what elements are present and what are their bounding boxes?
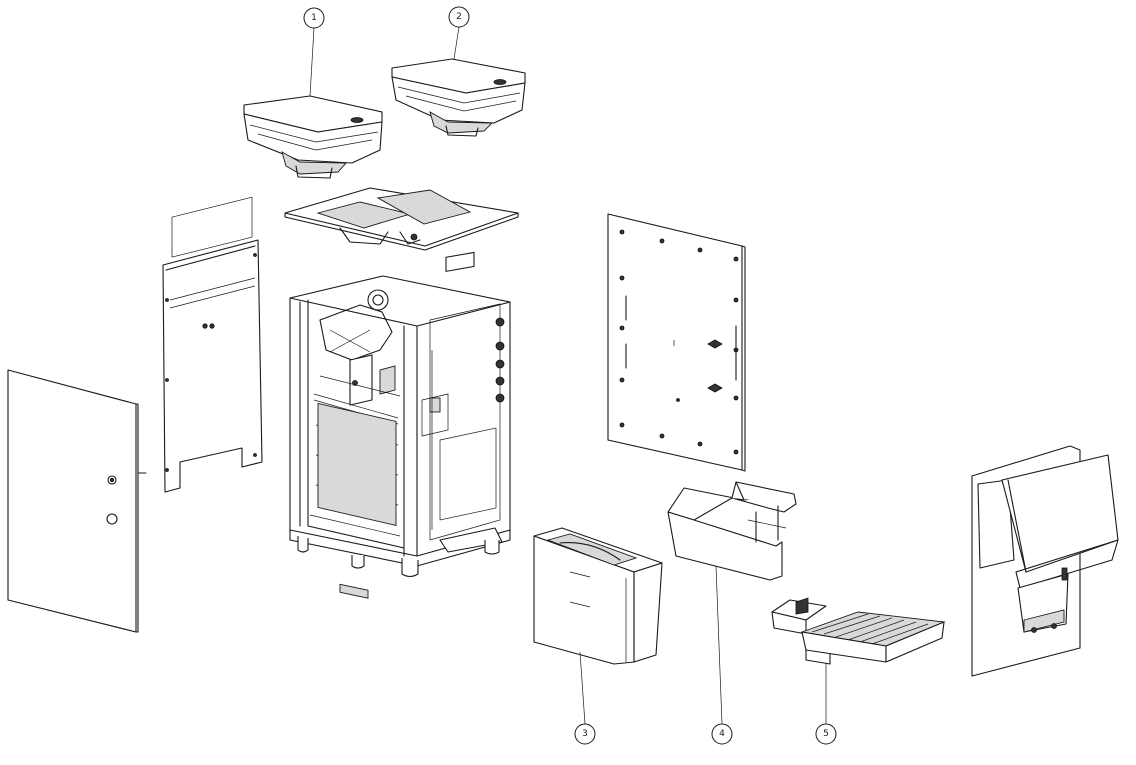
callout-5: 5 bbox=[815, 723, 837, 745]
top-lid-plate bbox=[284, 187, 519, 251]
water-tank bbox=[533, 527, 663, 665]
callout-2: 2 bbox=[448, 6, 470, 28]
coffee-grounds-container bbox=[667, 481, 797, 581]
callout-4: 4 bbox=[711, 723, 733, 745]
drip-tray bbox=[771, 597, 946, 665]
callout-3-label: 3 bbox=[582, 729, 588, 739]
callout-1: 1 bbox=[303, 7, 325, 29]
rear-panel bbox=[607, 213, 746, 472]
bean-hopper-1 bbox=[243, 95, 383, 179]
callout-1-label: 1 bbox=[311, 13, 317, 23]
machine-chassis bbox=[289, 251, 511, 599]
callout-leaders bbox=[309, 26, 827, 725]
front-panel bbox=[971, 445, 1119, 677]
callout-2-label: 2 bbox=[456, 12, 462, 22]
callout-3: 3 bbox=[574, 723, 596, 745]
callout-4-label: 4 bbox=[719, 729, 725, 739]
side-frame-panel bbox=[162, 196, 263, 493]
bean-hopper-2 bbox=[391, 58, 526, 137]
left-side-panel bbox=[7, 369, 147, 633]
callout-5-label: 5 bbox=[823, 729, 829, 739]
